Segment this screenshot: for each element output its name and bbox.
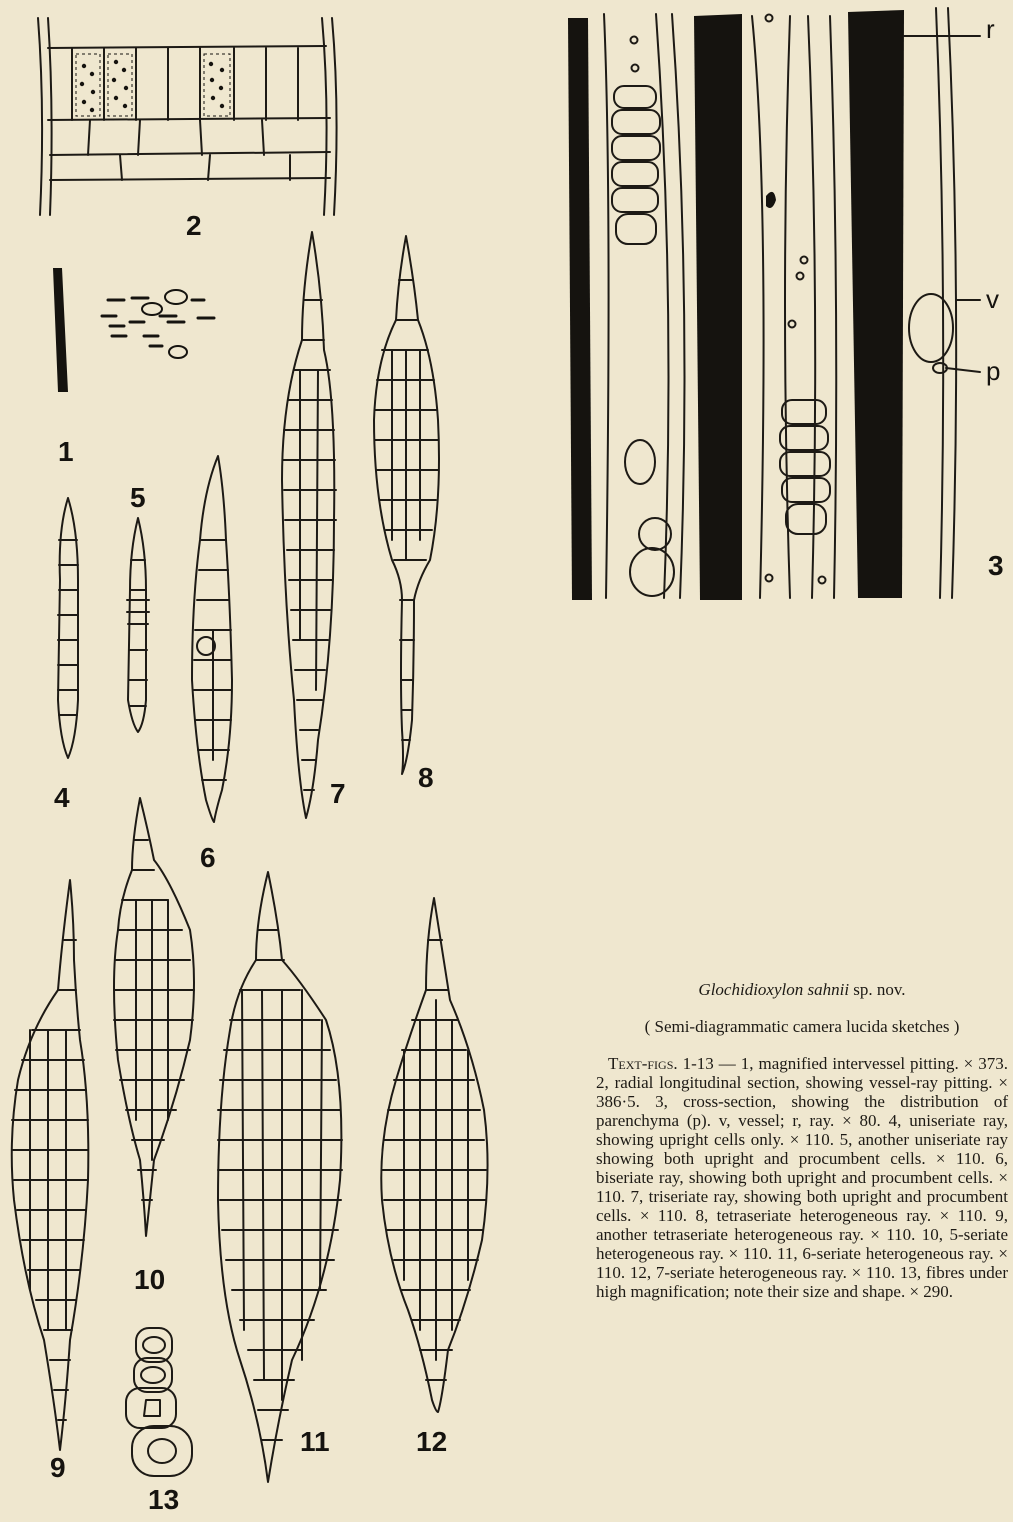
fig5-ray	[127, 518, 149, 732]
fig1-bar	[44, 268, 68, 392]
fig4-number: 4	[54, 784, 70, 812]
fig10-number: 10	[134, 1266, 165, 1294]
fig2-pits	[76, 54, 230, 116]
fig6-ray	[192, 456, 232, 822]
fig9-number: 9	[50, 1454, 66, 1482]
fig6-number: 6	[200, 844, 216, 872]
fig2-number: 2	[186, 212, 202, 240]
fig9-ray	[12, 880, 89, 1450]
fig4-ray	[58, 498, 78, 758]
caption-title: Glochidioxylon sahnii sp. nov.	[596, 980, 1008, 999]
fig13-number: 13	[148, 1486, 179, 1514]
fig11-number: 11	[300, 1428, 330, 1456]
fig5-pitting	[102, 290, 214, 358]
caption-body: Text-figs. 1-13 — 1, magnified intervess…	[596, 1054, 1008, 1301]
fig7-ray	[282, 232, 336, 818]
fig5-number: 5	[130, 484, 146, 512]
caption-species: Glochidioxylon sahnii	[698, 980, 849, 999]
fig7-number: 7	[330, 780, 346, 808]
caption-text-figs-label: Text-figs. 1-13	[608, 1054, 714, 1073]
fig3-cross-section	[568, 8, 980, 600]
fig3-label-ray: r	[986, 16, 995, 42]
caption-body-text: — 1, magnified intervessel pitting. × 37…	[596, 1054, 1008, 1301]
fig3-label-parenchyma: p	[986, 358, 1000, 384]
fig12-number: 12	[416, 1428, 447, 1456]
fig10-ray	[114, 798, 194, 1236]
caption-subtitle: ( Semi-diagrammatic camera lucida sketch…	[596, 1017, 1008, 1036]
caption-species-suffix: sp. nov.	[853, 980, 905, 999]
fig1-number: 1	[58, 438, 74, 466]
fig8-number: 8	[418, 764, 434, 792]
fig3-number: 3	[988, 552, 1004, 580]
fig11-ray	[218, 872, 342, 1482]
fig12-ray	[381, 898, 487, 1412]
fig13-fibres	[126, 1328, 192, 1476]
figure-caption: Glochidioxylon sahnii sp. nov. ( Semi-di…	[596, 980, 1008, 1301]
fig8-ray	[374, 236, 439, 774]
fig3-label-vessel: v	[986, 286, 999, 312]
